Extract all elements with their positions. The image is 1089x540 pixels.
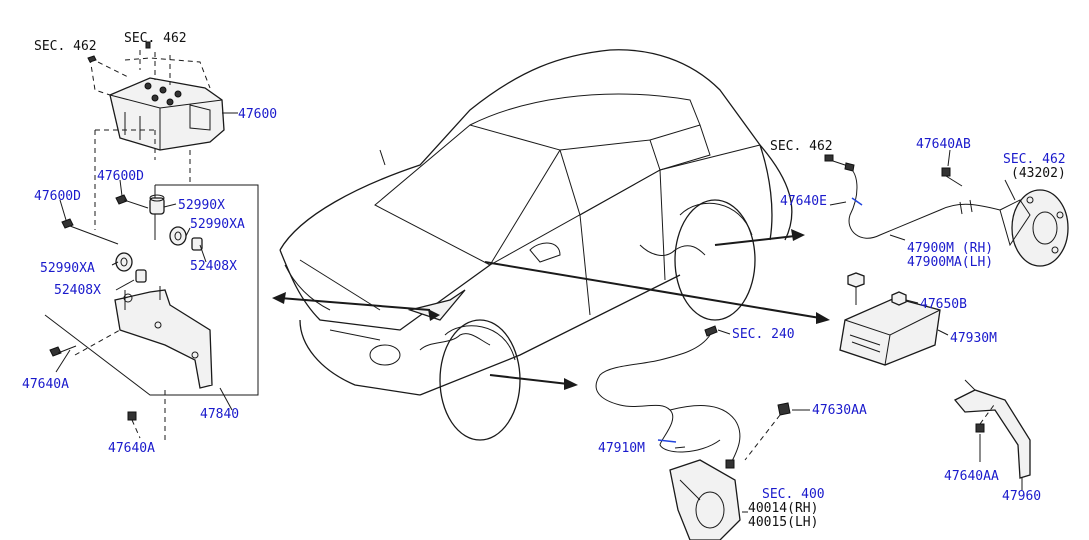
label-47640ab[interactable]: 47640AB bbox=[916, 137, 971, 152]
collar-52408x-lower bbox=[135, 269, 147, 283]
label-47600[interactable]: 47600 bbox=[238, 107, 277, 122]
label-47900m[interactable]: 47900M (RH) bbox=[907, 241, 993, 256]
label-sec-240[interactable]: SEC. 240 bbox=[732, 327, 795, 342]
rear-wheel-sensor-47900m bbox=[824, 154, 1001, 239]
label-52990xa-b[interactable]: 52990XA bbox=[40, 261, 95, 276]
label-sec-462-b[interactable]: SEC. 462 bbox=[124, 31, 187, 46]
bushing-52990xa bbox=[169, 226, 187, 246]
arrow-to-rear-sensor bbox=[714, 229, 805, 246]
label-40015: 40015(LH) bbox=[748, 515, 818, 530]
label-47640a-a[interactable]: 47640A bbox=[22, 377, 69, 392]
label-47600d-b[interactable]: 47600D bbox=[34, 189, 81, 204]
vehicle-outline bbox=[279, 49, 793, 441]
rear-harness bbox=[639, 244, 706, 256]
bolt-47600d-lower bbox=[61, 218, 119, 245]
label-sec-462-d-sub: (43202) bbox=[1011, 166, 1066, 181]
label-47600d-a[interactable]: 47600D bbox=[97, 169, 144, 184]
label-47640aa[interactable]: 47640AA bbox=[944, 469, 999, 484]
label-47650b[interactable]: 47650B bbox=[920, 297, 967, 312]
label-52408x-a[interactable]: 52408X bbox=[190, 259, 237, 274]
bolt-icon bbox=[87, 55, 97, 63]
bolt-icon bbox=[145, 41, 151, 49]
arrow-to-abs bbox=[272, 292, 440, 321]
label-47640a-b[interactable]: 47640A bbox=[108, 441, 155, 456]
bracket-47960 bbox=[953, 379, 1031, 479]
arrow-to-yaw-sensor bbox=[484, 261, 830, 324]
label-47840[interactable]: 47840 bbox=[200, 407, 239, 422]
label-52990xa-a[interactable]: 52990XA bbox=[190, 217, 245, 232]
label-47910m[interactable]: 47910M bbox=[598, 441, 645, 456]
label-sec-462-a[interactable]: SEC. 462 bbox=[34, 39, 97, 54]
rear-hub-43202 bbox=[999, 189, 1069, 267]
label-47900ma[interactable]: 47900MA(LH) bbox=[907, 255, 993, 270]
bolt-47640ab bbox=[941, 167, 963, 187]
abs-actuator-unit bbox=[109, 77, 225, 151]
bolt-47600d-upper bbox=[115, 194, 149, 209]
collar-52408x bbox=[191, 237, 203, 251]
label-sec-462-c[interactable]: SEC. 462 bbox=[770, 139, 833, 154]
label-sec-462-d[interactable]: SEC. 462 bbox=[1003, 152, 1066, 167]
front-wheel-sensor-47910m bbox=[595, 325, 741, 469]
label-47960[interactable]: 47960 bbox=[1002, 489, 1041, 504]
label-47640e[interactable]: 47640E bbox=[780, 194, 827, 209]
nut-47650b bbox=[891, 291, 907, 306]
steering-knuckle-40014 bbox=[669, 459, 741, 540]
nut-upper bbox=[847, 272, 865, 305]
bracket-47840 bbox=[114, 286, 213, 389]
bolt-47630aa bbox=[744, 402, 791, 461]
label-40014: 40014(RH) bbox=[748, 501, 818, 516]
label-47930m[interactable]: 47930M bbox=[950, 331, 997, 346]
arrow-to-front-sensor bbox=[489, 374, 578, 390]
bolt-47640a-left bbox=[49, 345, 77, 357]
bushing-52990x bbox=[149, 194, 165, 215]
bolt-47640aa bbox=[975, 404, 995, 433]
front-harness bbox=[419, 333, 491, 351]
label-52408x-b[interactable]: 52408X bbox=[54, 283, 101, 298]
label-sec-400[interactable]: SEC. 400 bbox=[762, 487, 825, 502]
label-47630aa[interactable]: 47630AA bbox=[812, 403, 867, 418]
bushing-52990xa-lower bbox=[115, 252, 133, 272]
label-52990x[interactable]: 52990X bbox=[178, 198, 225, 213]
bolt-47640a-bottom bbox=[127, 411, 141, 439]
